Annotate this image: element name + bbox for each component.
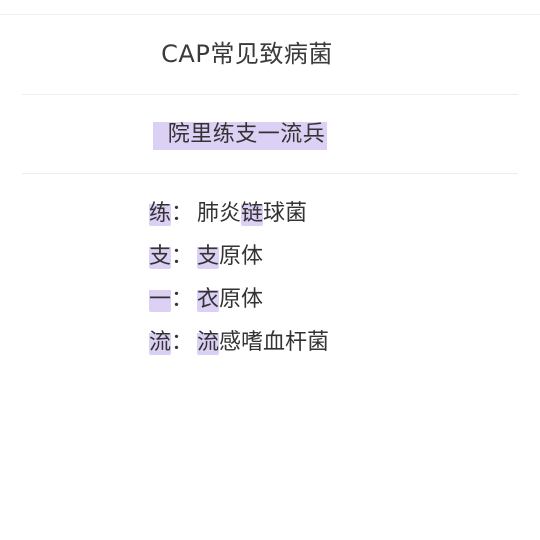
pathogen-highlight: 链 — [241, 201, 264, 226]
mnemonic-key: 支 — [149, 244, 172, 269]
page-title: CAP常见致病菌 — [161, 40, 333, 68]
mnemonic-row: 院里练支一流兵 — [0, 118, 480, 152]
colon: ： — [171, 244, 194, 269]
mnemonic-key: 一 — [149, 287, 172, 312]
pathogen-list: 练：肺炎链球菌 支：支原体 一：衣原体 流：流感嗜血杆菌 — [149, 196, 329, 368]
list-item: 流：流感嗜血杆菌 — [149, 325, 329, 368]
list-item: 练：肺炎链球菌 — [149, 196, 329, 239]
pathogen-suffix: 感嗜血杆菌 — [219, 330, 330, 355]
colon: ： — [171, 287, 194, 312]
title-divider — [22, 94, 518, 95]
mnemonic-key: 练 — [149, 201, 172, 226]
pathogen-prefix: 肺炎 — [197, 201, 242, 226]
pathogen-suffix: 原体 — [219, 287, 264, 312]
mnemonic-key: 流 — [149, 330, 172, 355]
colon: ： — [171, 330, 194, 355]
pathogen-highlight: 流 — [197, 330, 220, 355]
pathogen-suffix: 原体 — [219, 244, 264, 269]
colon: ： — [171, 201, 194, 226]
mnemonic-highlight: 院里练支一流兵 — [152, 118, 328, 152]
pathogen-highlight: 衣 — [197, 287, 220, 312]
list-item: 一：衣原体 — [149, 282, 329, 325]
top-divider — [0, 14, 540, 15]
pathogen-suffix: 球菌 — [263, 201, 308, 226]
list-item: 支：支原体 — [149, 239, 329, 282]
mnemonic-divider — [22, 173, 518, 174]
pathogen-highlight: 支 — [197, 244, 220, 269]
